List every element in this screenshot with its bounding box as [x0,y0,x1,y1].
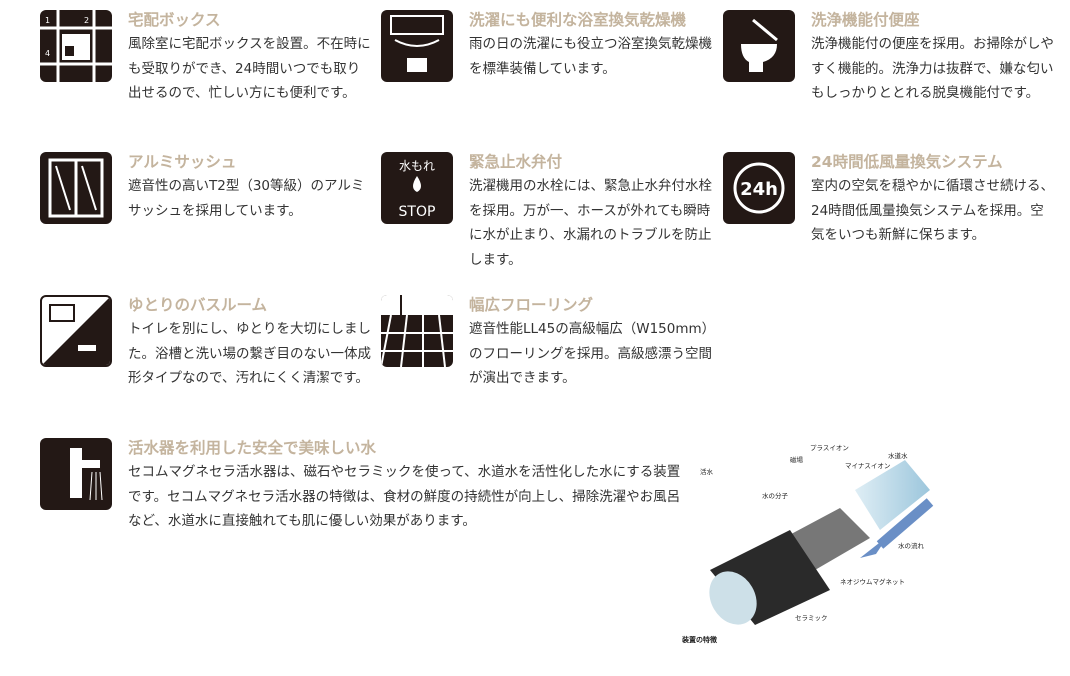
delivery-box-icon: 1 2 4 [40,10,112,82]
diagram-caption: 装置の特徴 [682,636,717,644]
icon-label: 1 [45,16,50,25]
diagram-label: マイナスイオン [845,462,891,470]
bathroom-icon [40,295,112,367]
diagram-label: 水の流れ [898,542,924,550]
feature-description: 雨の日の洗濯にも役立つ浴室換気乾燥機を標準装備しています。 [469,36,712,77]
diagram-label: ネオジウムマグネット [840,578,905,586]
icon-label: 4 [45,49,50,58]
feature-description: トイレを別にし、ゆとりを大切にしました。浴槽と洗い場の繋ぎ目のない一体成形タイプ… [128,321,371,386]
feature-title: 幅広フローリング [469,296,594,314]
diagram-label: 水道水 [888,452,908,460]
toilet-seat-icon [723,10,795,82]
feature-description: 遮音性の高いT2型（30等級）のアルミサッシュを採用しています。 [128,178,365,219]
ventilation-24h-icon: 24h [723,152,795,224]
bathroom-dryer-icon [381,10,453,82]
feature-title: アルミサッシュ [128,153,237,171]
feature-description: 風除室に宅配ボックスを設置。不在時にも受取りができ、24時間いつでも取り出せるの… [128,36,371,101]
icon-label: 2 [84,16,89,25]
feature-description: 洗濯機用の水栓には、緊急止水弁付水栓を採用。万が一、ホースが外れても瞬時に水が止… [469,178,712,268]
feature-title: 24時間低風量換気システム [811,153,1003,171]
icon-label: 水もれ [399,159,435,173]
diagram-label: 磁場 [790,456,803,464]
diagram-label: プラスイオン [810,444,849,452]
sash-window-icon [40,152,112,224]
feature-description: 室内の空気を穏やかに循環させ続ける、24時間低風量換気システムを採用。空気をいつ… [811,178,1054,243]
feature-title: 活水器を利用した安全で美味しい水 [128,439,377,457]
feature-title: ゆとりのバスルーム [128,296,268,314]
faucet-icon [40,438,112,510]
diagram-label: 活水 [700,468,713,476]
feature-description: 洗浄機能付の便座を採用。お掃除がしやすく機能的。洗浄力は抜群で、嫌な匂いもしっか… [811,36,1054,101]
feature-title: 洗浄機能付便座 [811,11,920,29]
water-stop-icon: 水もれ STOP [381,152,453,224]
pipe-illustration [709,460,934,625]
water-activator-diagram: 活水 磁場 プラスイオン 水道水 マイナスイオン 水の分子 水の流れ ネオジウム… [680,430,1070,672]
feature-description: セコムマグネセラ活水器は、磁石やセラミックを使って、水道水を活性化した水にする装… [128,464,681,529]
icon-label: STOP [399,204,436,220]
feature-description: 遮音性能LL45の高級幅広（W150mm）のフローリングを採用。高級感漂う空間が… [469,321,712,386]
diagram-label: 水の分子 [762,492,788,500]
icon-label: 24h [740,179,778,200]
feature-title: 洗濯にも便利な浴室換気乾燥機 [469,11,687,29]
diagram-label: セラミック [795,614,828,622]
flooring-icon [381,295,453,367]
feature-title: 緊急止水弁付 [469,153,563,171]
feature-title: 宅配ボックス [128,11,221,29]
